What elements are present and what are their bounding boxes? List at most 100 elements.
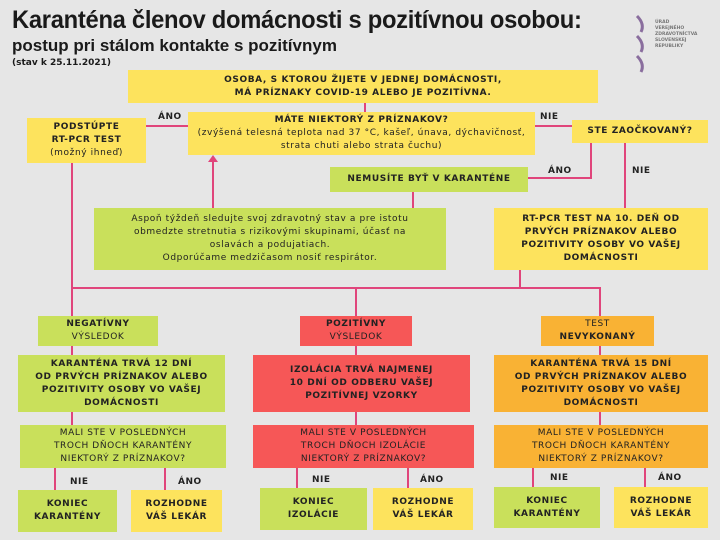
text: VÁŠ LEKÁR bbox=[392, 510, 454, 520]
text: TROCH DŇOCH KARANTÉNY bbox=[53, 441, 193, 451]
text: NEVYKONANÝ bbox=[559, 332, 636, 342]
text: POZITÍVNEJ VZORKY bbox=[305, 391, 418, 401]
start-box: OSOBA, S KTOROU ŽIJETE V JEDNEJ DOMÁCNOS… bbox=[128, 70, 598, 103]
pcr-day10-box: RT-PCR TEST NA 10. DEŇ OD PRVÝCH PRÍZNAKO… bbox=[494, 208, 708, 270]
text: RT-PCR TEST bbox=[51, 135, 122, 145]
no-label: NIE bbox=[540, 112, 559, 122]
text: MALI STE V POSLEDNÝCH bbox=[537, 428, 665, 438]
text: VÁŠ LEKÁR bbox=[630, 508, 692, 519]
connector bbox=[54, 468, 56, 490]
text: (možný ihneď) bbox=[50, 148, 123, 158]
text: DOMÁCNOSTI bbox=[84, 397, 159, 408]
text: RT-PCR TEST NA 10. DEŇ OD bbox=[522, 214, 680, 224]
connector bbox=[532, 468, 534, 487]
connector bbox=[364, 103, 366, 112]
positive-result: POZITÍVNY VÝSLEDOK bbox=[300, 316, 412, 346]
advice-box: Aspoň týždeň sledujte svoj zdravotný sta… bbox=[94, 208, 446, 270]
text: VÝSLEDOK bbox=[71, 332, 125, 342]
text: 10 DNÍ OD ODBERU VAŠEJ bbox=[289, 378, 434, 388]
connector bbox=[71, 163, 73, 316]
connector bbox=[212, 160, 214, 208]
logo-icon bbox=[635, 14, 644, 73]
test-not-done-result: TEST NEVYKONANÝ bbox=[541, 316, 654, 346]
text: TROCH DŇOCH KARANTÉNY bbox=[531, 441, 671, 451]
logo-text: ZDRAVOTNÍCTVA bbox=[655, 32, 698, 37]
doctor-decides-box: ROZHODNE VÁŠ LEKÁR bbox=[373, 488, 473, 530]
text: DOMÁCNOSTI bbox=[563, 397, 639, 408]
text: IZOLÁCIA TRVÁ NAJMENEJ bbox=[290, 365, 433, 375]
connector bbox=[355, 287, 357, 316]
pcr-test-box: PODSTÚPTE RT-PCR TEST (možný ihneď) bbox=[27, 118, 146, 163]
text: ROZHODNE bbox=[629, 495, 693, 506]
quarantine-12-box: KARANTÉNA TRVÁ 12 DNÍ OD PRVÝCH PRÍZNAKOV… bbox=[18, 355, 225, 412]
text: PODSTÚPTE bbox=[53, 122, 120, 132]
symptoms-last-days-question: MALI STE V POSLEDNÝCH TROCH DŇOCH KARANTÉ… bbox=[494, 425, 708, 468]
connector bbox=[644, 468, 646, 487]
logo-text: VEREJNÉHO bbox=[655, 26, 685, 31]
text: OD PRVÝCH PRÍZNAKOV ALEBO bbox=[514, 371, 688, 382]
text: POZITIVITY OSOBY VO VAŠEJ bbox=[41, 384, 202, 395]
text: Odporúčame medzičasom nosiť respirátor. bbox=[162, 253, 378, 263]
text: KARANTÉNA TRVÁ 15 DNÍ bbox=[530, 358, 672, 369]
quarantine-15-box: KARANTÉNA TRVÁ 15 DNÍ OD PRVÝCH PRÍZNAKOV… bbox=[494, 355, 708, 412]
connector bbox=[599, 287, 601, 316]
yes-label: ÁNO bbox=[158, 112, 182, 122]
text: KONIEC bbox=[292, 497, 335, 507]
logo-text: SLOVENSKEJ bbox=[655, 38, 687, 43]
text: NIEKTORÝ Z PRÍZNAKOV? bbox=[538, 454, 664, 464]
text: POZITIVITY OSOBY VO VAŠEJ bbox=[521, 384, 681, 395]
text: TEST bbox=[585, 319, 610, 329]
connector bbox=[164, 468, 166, 490]
no-label: NIE bbox=[70, 477, 89, 487]
connector bbox=[624, 143, 626, 208]
text: ROZHODNE bbox=[145, 499, 208, 509]
text: obmedzte stretnutia s rizikovými skupina… bbox=[133, 227, 407, 237]
no-label: NIE bbox=[550, 473, 569, 483]
text: NIEKTORÝ Z PRÍZNAKOV? bbox=[60, 454, 186, 464]
text: STE ZAOČKOVANÝ? bbox=[587, 126, 693, 136]
text: OD PRVÝCH PRÍZNAKOV ALEBO bbox=[35, 371, 208, 382]
text: POZITÍVNY bbox=[325, 319, 387, 329]
text: NEMUSÍTE BYŤ V KARANTÉNE bbox=[347, 174, 511, 184]
yes-label: ÁNO bbox=[178, 477, 202, 487]
text: strata chuti alebo strata čuchu) bbox=[280, 141, 443, 151]
text: (zvýšená telesná teplota nad 37 °C, kaše… bbox=[197, 128, 526, 138]
connector bbox=[407, 468, 409, 488]
text: OSOBA, S KTOROU ŽIJETE V JEDNEJ DOMÁCNOS… bbox=[224, 74, 502, 85]
logo-text: REPUBLIKY bbox=[655, 44, 684, 49]
text: KONIEC bbox=[526, 495, 568, 506]
text: Aspoň týždeň sledujte svoj zdravotný sta… bbox=[131, 214, 409, 224]
no-quarantine-box: NEMUSÍTE BYŤ V KARANTÉNE bbox=[330, 167, 528, 192]
text: VÝSLEDOK bbox=[329, 332, 383, 342]
arrow-up-icon bbox=[208, 155, 218, 162]
date: (stav k 25.11.2021) bbox=[12, 58, 112, 68]
text: DOMÁCNOSTI bbox=[563, 253, 639, 263]
text: KONIEC bbox=[46, 499, 89, 509]
text: ROZHODNE bbox=[391, 497, 455, 507]
text: KARANTÉNY bbox=[513, 508, 581, 519]
logo-text: ÚRAD bbox=[655, 20, 670, 25]
text: VÁŠ LEKÁR bbox=[145, 512, 208, 522]
connector bbox=[146, 125, 188, 127]
text: oslavách a podujatiach. bbox=[209, 240, 331, 250]
text: PRVÝCH PRÍZNAKOV ALEBO bbox=[524, 227, 678, 237]
text: MALI STE V POSLEDNÝCH bbox=[300, 428, 427, 438]
text: MÁTE NIEKTORÝ Z PRÍZNAKOV? bbox=[274, 115, 449, 125]
end-isolation-box: KONIEC IZOLÁCIE bbox=[260, 488, 367, 530]
end-quarantine-box: KONIEC KARANTÉNY bbox=[494, 487, 600, 528]
text: IZOLÁCIE bbox=[287, 510, 340, 520]
yes-label: ÁNO bbox=[548, 166, 572, 176]
text: MÁ PRÍZNAKY COVID-19 ALEBO JE POZITÍVNA. bbox=[234, 87, 492, 98]
text: NIEKTORÝ Z PRÍZNAKOV? bbox=[300, 454, 427, 464]
symptoms-question: MÁTE NIEKTORÝ Z PRÍZNAKOV? (zvýšená teles… bbox=[188, 112, 535, 155]
no-label: NIE bbox=[632, 166, 651, 176]
doctor-decides-box: ROZHODNE VÁŠ LEKÁR bbox=[131, 490, 222, 532]
text: NEGATÍVNY bbox=[66, 319, 130, 329]
yes-label: ÁNO bbox=[658, 473, 682, 483]
connector bbox=[528, 177, 592, 179]
vaccinated-question: STE ZAOČKOVANÝ? bbox=[572, 120, 708, 143]
text: KARANTÉNA TRVÁ 12 DNÍ bbox=[50, 358, 193, 369]
